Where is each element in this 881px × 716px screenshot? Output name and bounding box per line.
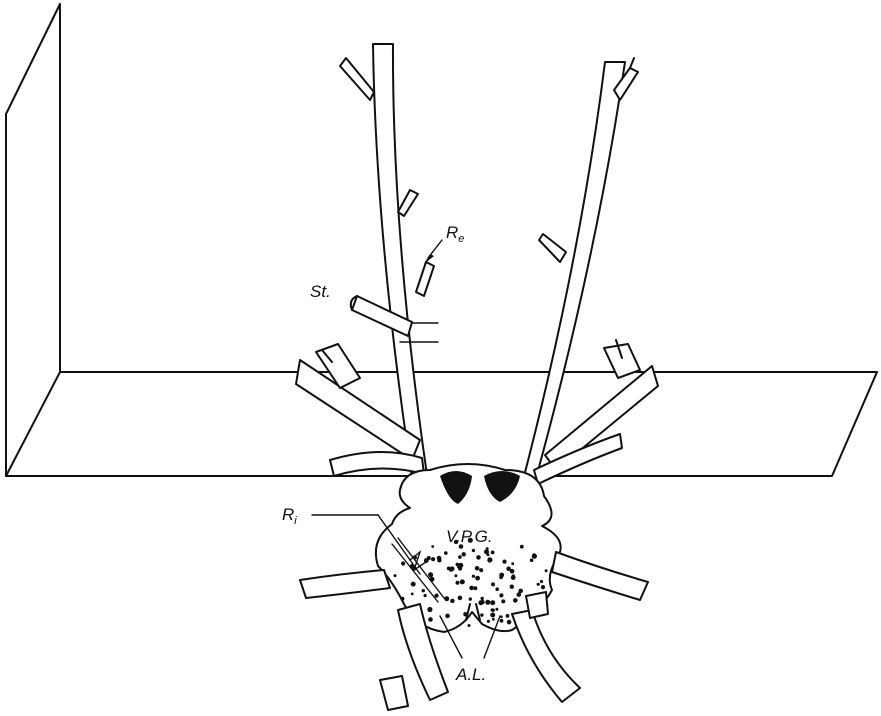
stipple-dot — [532, 553, 535, 556]
stipple-dot — [488, 557, 492, 561]
stipple-dot — [530, 558, 534, 562]
stipple-dot — [476, 555, 481, 560]
stipple-dot — [447, 567, 451, 571]
stipple-dot — [458, 596, 463, 601]
stipple-dot — [427, 607, 432, 612]
stipple-dot — [475, 566, 480, 571]
stipple-dot — [540, 580, 543, 583]
stipple-dot — [450, 599, 454, 603]
stipple-dot — [444, 551, 448, 555]
stipple-dot — [499, 573, 504, 578]
stipple-dot — [485, 600, 490, 605]
stipple-dot — [463, 612, 467, 616]
stipple-dot — [480, 600, 484, 604]
stipple-dot — [454, 574, 457, 577]
stipple-dot — [511, 562, 514, 565]
stipple-dot — [481, 597, 484, 600]
stipple-dot — [487, 553, 490, 556]
stipple-dot — [428, 617, 433, 622]
stipple-dot — [456, 581, 460, 585]
stipple-dot — [491, 582, 495, 586]
label-vpg: V.P.G. — [446, 527, 493, 546]
stipple-dot — [434, 594, 438, 598]
lower-left-nerve — [300, 570, 390, 598]
stipple-dot — [458, 555, 462, 559]
stipple-dot — [468, 624, 471, 627]
stipple-dot — [506, 614, 510, 618]
stipple-dot — [491, 551, 495, 555]
stipple-dot — [486, 547, 489, 550]
stipple-dot — [520, 545, 524, 549]
stipple-dot — [424, 594, 427, 597]
stipple-dot — [495, 587, 499, 591]
label-re: Re — [446, 223, 464, 245]
stipple-dot — [462, 552, 466, 556]
stipple-dot — [490, 600, 495, 605]
stipple-dot — [394, 574, 397, 577]
stipple-dot — [444, 596, 449, 601]
stipple-dot — [495, 608, 498, 611]
stipple-dot — [422, 589, 425, 592]
stipple-dot — [541, 585, 545, 589]
stipple-dot — [490, 613, 495, 618]
stipple-dot — [537, 583, 540, 586]
stipple-dot — [491, 608, 494, 611]
stipple-dot — [437, 558, 441, 562]
stipple-dot — [480, 613, 483, 616]
stipple-dot — [431, 557, 435, 561]
stipple-dot — [428, 572, 433, 577]
stipple-dot — [411, 582, 416, 587]
label-st: St. — [310, 282, 331, 301]
lower-right-nerve — [552, 552, 648, 600]
stipple-dot — [411, 593, 414, 596]
stipple-dot — [511, 575, 516, 580]
stipple-dot — [460, 579, 465, 584]
stipple-dot — [401, 561, 405, 565]
stipple-dot — [518, 589, 523, 594]
stipple-dot — [400, 597, 404, 601]
stipple-dot — [507, 620, 512, 625]
label-al: A.L. — [455, 665, 486, 684]
stipple-dot — [513, 598, 518, 603]
stipple-dot — [469, 597, 472, 600]
stipple-dot — [445, 614, 450, 619]
stipple-dot — [479, 568, 483, 572]
stipple-dot — [501, 599, 505, 603]
stipple-dot — [472, 575, 475, 578]
stipple-dot — [500, 619, 504, 623]
label-ri: Ri — [282, 505, 297, 527]
stipple-dot — [510, 569, 515, 574]
stipple-dot — [473, 586, 477, 590]
stipple-dot — [510, 585, 514, 589]
stipple-dot — [457, 566, 460, 569]
stipple-dot — [545, 569, 548, 572]
stipple-dot — [487, 620, 490, 623]
stipple-dot — [472, 549, 475, 552]
right-nerve-trunk — [522, 58, 638, 484]
stipple-dot — [499, 593, 503, 597]
stipple-dot — [502, 560, 506, 564]
stipple-dot — [431, 545, 434, 548]
stipple-dot — [469, 586, 474, 591]
stipple-dot — [475, 576, 480, 581]
stipple-dot — [492, 618, 495, 621]
